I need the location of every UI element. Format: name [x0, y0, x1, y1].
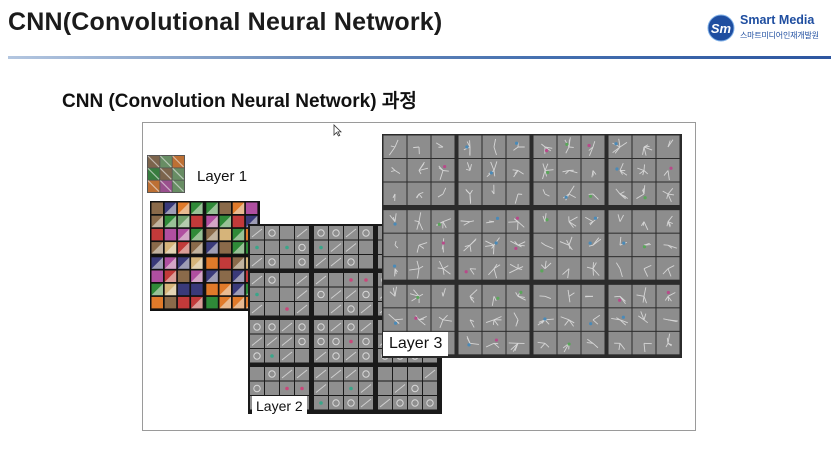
mouse-cursor-icon — [333, 124, 342, 137]
layer2-label: Layer 2 — [252, 396, 307, 416]
section-subtitle: CNN (Convolution Neural Network) 과정 — [62, 91, 417, 112]
logo-subtitle: 스마트미디어인재개발원 — [740, 31, 819, 40]
title-divider — [8, 56, 831, 59]
svg-text:Sm: Sm — [711, 21, 732, 36]
layer3-feature-grid — [382, 134, 682, 358]
layer1-filter-thumbnail — [147, 155, 185, 193]
smart-media-logo-icon: Sm — [707, 14, 735, 42]
layer1-feature-grid — [150, 201, 260, 311]
slide-title: CNN(Convolutional Neural Network) — [8, 8, 443, 36]
logo-name: Smart Media — [740, 13, 815, 27]
brand-logo: Sm Smart Media 스마트미디어인재개발원 — [707, 12, 831, 46]
layer3-label: Layer 3 — [383, 332, 449, 356]
layer1-label: Layer 1 — [197, 168, 248, 185]
